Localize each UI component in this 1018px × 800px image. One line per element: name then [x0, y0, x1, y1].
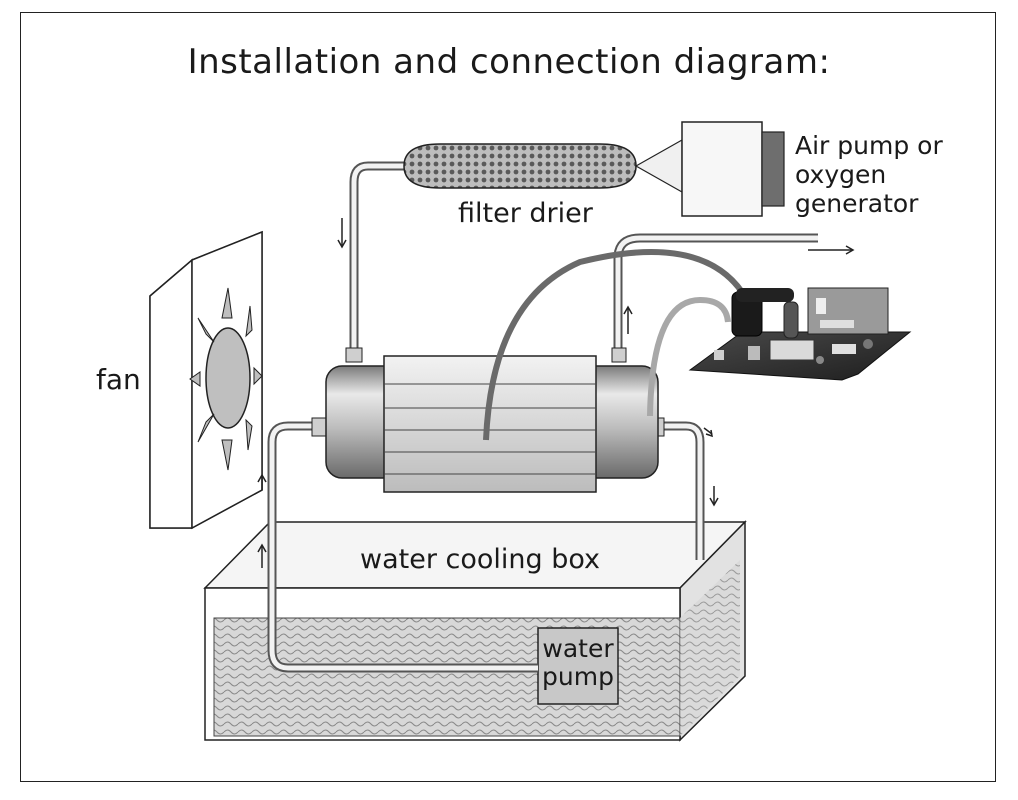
- air-pump-label: Air pump or oxygen generator: [795, 131, 995, 218]
- filter-drier: [403, 138, 683, 194]
- fan: [149, 230, 263, 530]
- power-board: [688, 287, 912, 381]
- hv-wire-light: [647, 296, 731, 417]
- filter-drier-label: filter drier: [458, 198, 593, 229]
- air-pump-label-line1: Air pump or: [795, 131, 943, 160]
- air-inlet-hose: [349, 161, 404, 352]
- water-cooling-box-label: water cooling box: [360, 544, 601, 575]
- fan-label: fan: [96, 363, 141, 396]
- ozone-tube: [311, 347, 665, 493]
- hv-wire-dark: [483, 249, 745, 441]
- air-pump-label-line2: oxygen generator: [795, 159, 919, 218]
- diagram-title: Installation and connection diagram:: [187, 42, 831, 82]
- flow-arrows: [257, 218, 855, 568]
- air-pump: [681, 121, 785, 217]
- water-pump-label-line2: pump: [542, 661, 614, 691]
- water-pump-label-line1: water: [542, 634, 614, 663]
- water-pump-label: water pump: [536, 635, 620, 690]
